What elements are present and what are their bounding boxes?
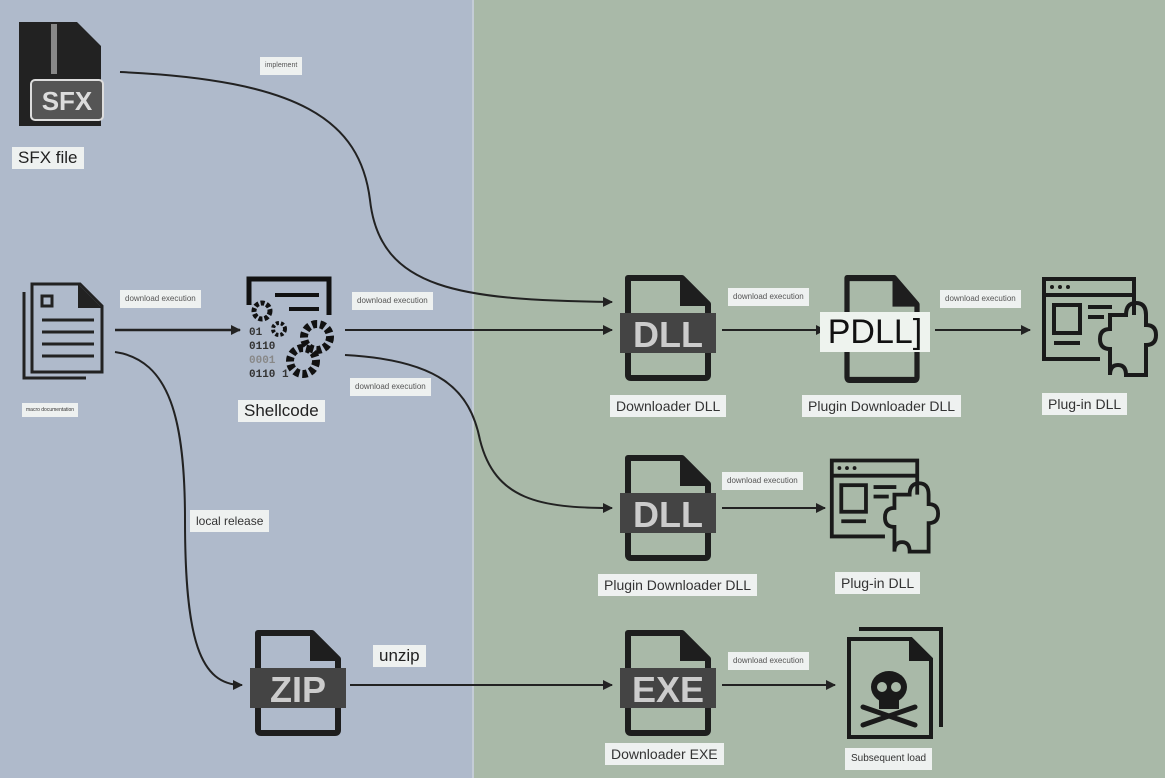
- right-panel: [473, 0, 1165, 778]
- plugin-icon: [1042, 277, 1158, 377]
- dll-file-icon: DLL: [620, 275, 716, 383]
- shellcode-icon: 01 0110 0001 0110 1: [246, 276, 334, 381]
- downloader-exe-label: Downloader EXE: [605, 743, 724, 765]
- svg-text:01: 01: [249, 327, 263, 339]
- skull-file-icon: [847, 627, 943, 739]
- svg-text:SFX: SFX: [42, 86, 93, 116]
- panel-divider: [472, 0, 474, 778]
- macro-documentation-label: macro documentation: [22, 403, 79, 417]
- plugin-downloader-dll-label: Plugin Downloader DLL: [802, 395, 962, 417]
- sfx-file-label: SFX file: [12, 147, 84, 169]
- edge-label-exe-subsequent: download execution: [728, 652, 809, 670]
- zip-file-icon: ZIP: [250, 630, 346, 738]
- edge-label-dll-pdll: download execution: [728, 288, 809, 306]
- plugin-dll-label: Plug-in DLL: [1042, 393, 1128, 415]
- edge-label-local-release: local release: [190, 510, 270, 532]
- svg-text:0110 1: 0110 1: [249, 369, 289, 381]
- edge-label-dll2-plugin2: download execution: [722, 472, 803, 490]
- document-icon: [22, 282, 104, 380]
- svg-text:DLL: DLL: [633, 494, 703, 535]
- edge-label-shellcode-dll: download execution: [352, 292, 433, 310]
- subsequent-load-label: Subsequent load: [845, 748, 933, 770]
- svg-text:0110: 0110: [249, 341, 275, 353]
- sfx-file-icon: SFX: [19, 22, 104, 126]
- svg-text:DLL: DLL: [633, 314, 703, 355]
- svg-text:0001: 0001: [249, 355, 276, 367]
- edge-label-implement: implement: [260, 57, 303, 75]
- edge-label-unzip: unzip: [373, 645, 426, 667]
- exe-file-icon: EXE: [620, 630, 716, 738]
- edge-label-pdll-plugin: download execution: [940, 290, 1021, 308]
- shellcode-label: Shellcode: [238, 400, 325, 422]
- plugin-dll-2-label: Plug-in DLL: [835, 572, 921, 594]
- downloader-dll-label: Downloader DLL: [610, 395, 727, 417]
- edge-shellcode-dll2: [344, 354, 613, 513]
- pdll-icon-text: PDLL]: [820, 312, 930, 352]
- edge-local-release: [114, 351, 243, 690]
- edge-label-shellcode-dll2: download execution: [350, 378, 431, 396]
- dll-file-icon-2: DLL: [620, 455, 716, 563]
- edge-label-macro-shellcode: download execution: [120, 290, 201, 308]
- edge-implement: [119, 71, 613, 307]
- svg-text:EXE: EXE: [632, 669, 704, 710]
- svg-text:ZIP: ZIP: [270, 669, 326, 710]
- plugin-downloader-dll-2-label: Plugin Downloader DLL: [598, 574, 758, 596]
- plugin-icon-2: [829, 458, 940, 554]
